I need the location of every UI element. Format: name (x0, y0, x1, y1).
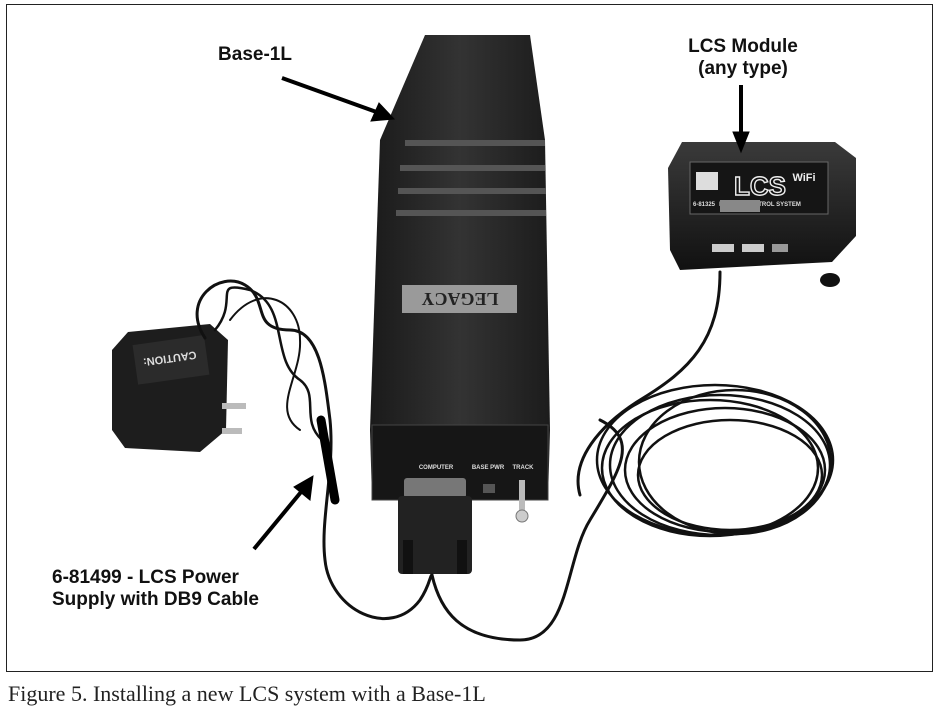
module-part-number: 6-81325 (693, 202, 716, 208)
power-supply-label-line2: Supply with DB9 Cable (52, 589, 259, 610)
lcs-module-label: LCS Module (any type) (666, 36, 820, 80)
lcs-logo-text: LCS (734, 171, 786, 201)
base-pwr-label: BASE PWR (472, 465, 505, 471)
module-sticker (720, 200, 760, 212)
module-mount-tab (820, 273, 840, 287)
figure-caption: Figure 5. Installing a new LCS system wi… (8, 681, 486, 706)
db9-connector (398, 478, 472, 574)
callout-arrows (252, 76, 750, 551)
arrow-to-power-supply (252, 484, 308, 551)
adapter-prong-1 (222, 403, 246, 409)
wifi-label: WiFi (792, 172, 815, 184)
base-1l-unit: LEGACY COMPUTER BASE PWR TRACK (370, 35, 550, 574)
computer-port-label: COMPUTER (419, 465, 454, 471)
base-1l-label: Base-1L (218, 44, 292, 65)
lcs-module-label-line1: LCS Module (688, 36, 798, 57)
manufacturer-logo (696, 172, 718, 190)
track-terminal (515, 480, 529, 523)
legacy-logo: LEGACY (402, 285, 517, 313)
adapter-prong-2 (222, 428, 242, 434)
legacy-logo-text: LEGACY (421, 289, 498, 309)
lcs-module: LCS WiFi LAYOUT CONTROL SYSTEM 6-81325 (668, 142, 856, 287)
module-port-3 (772, 244, 788, 252)
power-supply-label: 6-81499 - LCS Power Supply with DB9 Cabl… (52, 567, 314, 611)
power-adapter: CAUTION: (112, 324, 246, 452)
cables (195, 270, 835, 642)
arrow-to-lcs-module-head (732, 131, 750, 154)
arrow-to-base-head (370, 102, 396, 122)
coiled-cable-bundle (595, 383, 835, 538)
power-supply-label-line1: 6-81499 - LCS Power (52, 567, 239, 588)
module-port-1 (712, 244, 734, 252)
base-pwr-jack (483, 484, 495, 493)
module-port-2 (742, 244, 764, 252)
track-label: TRACK (513, 465, 535, 471)
arrow-to-power-supply-head (293, 475, 314, 501)
lcs-module-label-line2: (any type) (698, 58, 788, 79)
arrow-to-base (281, 76, 383, 116)
